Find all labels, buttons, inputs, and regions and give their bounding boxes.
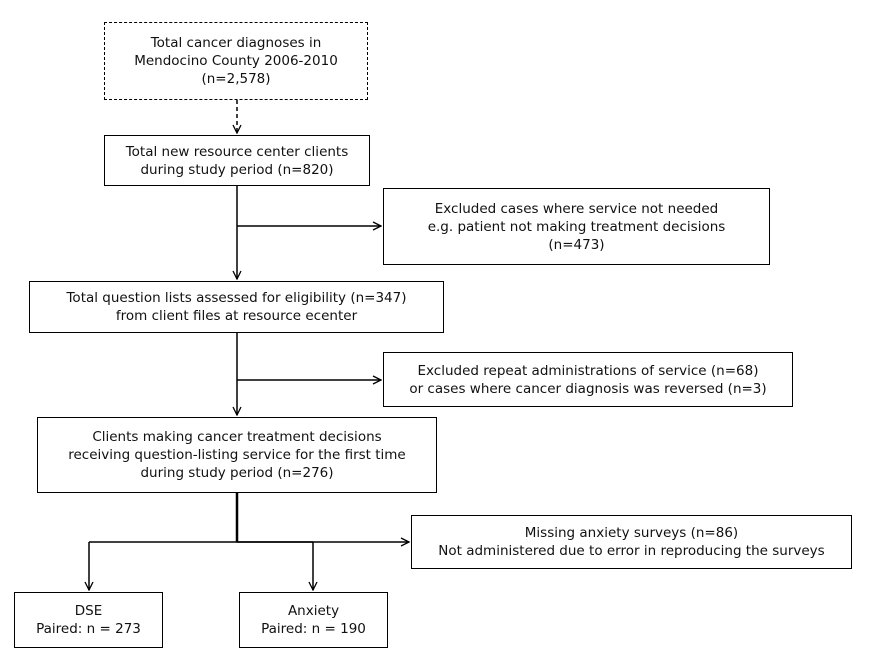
box-missing-anxiety: Missing anxiety surveys (n=86) Not admin… xyxy=(411,515,852,569)
box-first-time-clients-line: Clients making cancer treatment decision… xyxy=(92,429,382,445)
box-total-diagnoses: Total cancer diagnoses in Mendocino Coun… xyxy=(104,22,368,100)
box-question-lists-line: Total question lists assessed for eligib… xyxy=(66,290,407,306)
box-excluded-not-needed-line: e.g. patient not making treatment decisi… xyxy=(427,218,726,235)
box-excluded-not-needed-line: (n=473) xyxy=(548,236,605,253)
box-anxiety-line: Anxiety xyxy=(287,603,340,619)
box-first-time-clients: Clients making cancer treatment decision… xyxy=(37,417,437,493)
box-first-time-clients-line: receiving question-listing service for t… xyxy=(68,447,406,463)
box-first-time-clients-line: during study period (n=276) xyxy=(140,465,334,481)
box-excluded-repeat-line: Excluded repeat administrations of servi… xyxy=(417,362,759,379)
box-anxiety-line: Paired: n = 190 xyxy=(261,621,366,637)
box-new-clients-line: during study period (n=820) xyxy=(140,161,334,178)
box-excluded-not-needed: Excluded cases where service not needed … xyxy=(383,188,770,265)
box-dse-line: Paired: n = 273 xyxy=(36,621,141,637)
box-excluded-repeat-line: or cases where cancer diagnosis was reve… xyxy=(409,380,767,397)
box-total-diagnoses-line: Total cancer diagnoses in xyxy=(150,35,322,51)
box-missing-anxiety-line: Missing anxiety surveys (n=86) xyxy=(524,525,739,541)
box-missing-anxiety-line: Not administered due to error in reprodu… xyxy=(438,543,825,559)
box-excluded-repeat: Excluded repeat administrations of servi… xyxy=(383,352,793,407)
box-new-clients-line: Total new resource center clients xyxy=(125,143,349,160)
box-question-lists-line: from client files at resource ecenter xyxy=(115,308,358,324)
box-question-lists: Total question lists assessed for eligib… xyxy=(29,281,444,333)
box-total-diagnoses-line: (n=2,578) xyxy=(201,71,271,87)
box-new-clients: Total new resource center clients during… xyxy=(104,135,370,186)
box-excluded-not-needed-line: Excluded cases where service not needed xyxy=(434,200,719,217)
box-dse-line: DSE xyxy=(74,603,103,619)
box-total-diagnoses-line: Mendocino County 2006-2010 xyxy=(134,53,338,69)
box-dse: DSE Paired: n = 273 xyxy=(14,592,163,648)
box-anxiety: Anxiety Paired: n = 190 xyxy=(239,592,388,648)
